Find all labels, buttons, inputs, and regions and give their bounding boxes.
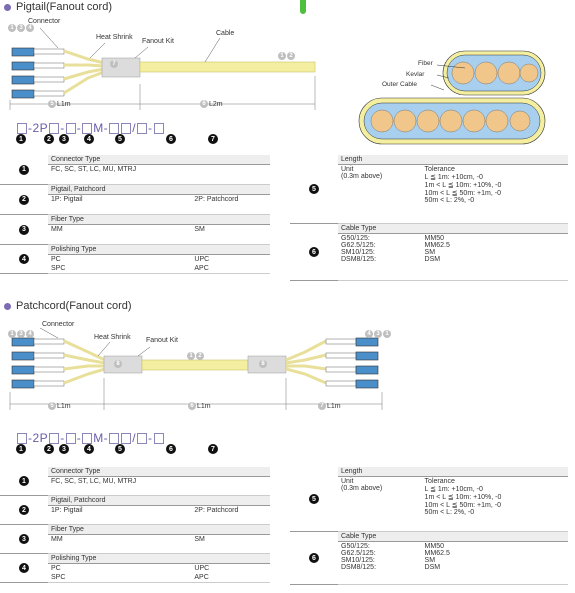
connector-icon xyxy=(11,47,65,99)
patchcord-left-markers: 1 3 4 xyxy=(8,330,35,338)
kit-right-marker: 8 xyxy=(259,360,267,368)
cable-markers: 1 2 xyxy=(278,52,296,60)
label-connector: Connector xyxy=(42,321,75,328)
kit-marker: 7 xyxy=(110,60,118,68)
label-heat-shrink: Heat Shrink xyxy=(94,334,131,341)
label-fanout-kit: Fanout Kit xyxy=(146,337,178,344)
connector-left-icon xyxy=(11,337,65,389)
bullet-icon xyxy=(4,302,11,310)
label-fiber: Fiber xyxy=(418,60,433,67)
pigtail-left-markers: 1 3 4 xyxy=(8,24,35,32)
patchcord-diagram xyxy=(9,327,383,410)
cable xyxy=(139,61,316,73)
patchcord-code-numbers: 1 2 3 4 5 6 7 xyxy=(16,444,226,456)
label-cable: Cable xyxy=(216,30,235,37)
cable-markers: 1 2 xyxy=(187,352,205,360)
pigtail-code-numbers: 1 2 3 4 5 6 7 xyxy=(16,134,226,146)
patchcord-order-code: -2P--M-/- xyxy=(16,431,165,445)
patchcord-section-title: Patchcord(Fanout cord) xyxy=(4,300,132,312)
cable xyxy=(141,359,249,371)
label-fanout-kit: Fanout Kit xyxy=(142,38,174,45)
connector-right-icon xyxy=(325,337,379,389)
label-outer-cable: Outer Cable xyxy=(382,81,418,88)
patchcord-right-markers: 4 3 1 xyxy=(365,330,392,338)
pigtail-diagram xyxy=(9,27,316,110)
cable-cross-section xyxy=(358,50,546,145)
label-connector: Connector xyxy=(28,18,61,25)
label-kevlar: Kevlar xyxy=(406,71,425,78)
pigtail-order-code: -2P--M-/- xyxy=(16,121,165,135)
bullet-icon xyxy=(4,3,11,11)
fanout-kit-left xyxy=(103,355,143,374)
fanout-kit xyxy=(101,57,141,78)
pigtail-section-title: Pigtail(Fanout cord) xyxy=(4,1,112,13)
label-heat-shrink: Heat Shrink xyxy=(96,34,133,41)
green-marker xyxy=(300,0,306,14)
kit-left-marker: 8 xyxy=(114,360,122,368)
